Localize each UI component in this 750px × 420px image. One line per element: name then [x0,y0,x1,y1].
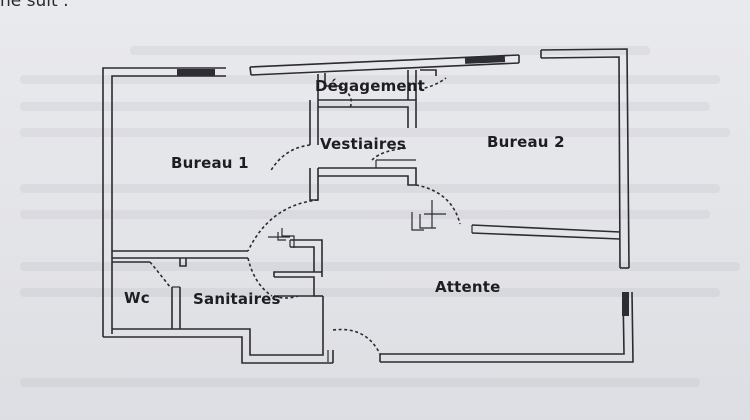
room-label-wc: Wc [124,289,150,307]
background-bleed-line [20,210,710,219]
header-text: ne suit : [0,0,69,11]
door-swings [149,77,461,355]
background-bleed-line [20,128,730,137]
interior-walls [112,69,621,329]
background-bleed-line [20,75,720,84]
background-bleed-line [20,184,720,193]
outer-wall [102,67,226,337]
door-swing [332,328,381,355]
door-frame [277,232,286,241]
room-label-attente: Attente [435,278,501,296]
interior-wall [324,73,340,87]
window [464,56,506,64]
background-bleed-line [130,46,650,55]
room-label-vestiaires: Vestiaires [320,135,406,153]
interior-wall [471,224,621,233]
window [622,292,629,316]
walls [102,48,634,364]
interior-wall [274,276,315,297]
outer-wall [249,54,520,68]
door-swing [149,261,171,288]
interior-wall [290,239,323,272]
door-frame [281,228,295,248]
background-bleed-line [20,262,740,271]
outer-wall [112,296,324,356]
interior-wall [309,168,319,201]
interior-wall [318,99,417,128]
room-label-bureau-1: Bureau 1 [171,154,249,172]
outer-wall [249,66,252,76]
room-label-sanitaires: Sanitaires [193,290,281,308]
door-swing [247,199,319,252]
door-swing [339,85,353,109]
door-swing [247,257,273,297]
room-label-degagement: Dégagement [315,77,425,95]
interior-wall [179,258,187,267]
window [177,69,215,76]
outer-wall [540,48,630,269]
interior-wall [318,167,417,186]
background-bleed-line [20,378,700,387]
door-swing [371,147,409,161]
outer-wall [380,291,634,363]
windows [177,56,629,316]
interior-wall [273,271,323,277]
interior-wall [420,69,437,76]
door-frame [419,214,436,229]
outer-wall [250,62,520,76]
outer-wall [380,291,625,355]
outer-wall [103,336,333,364]
door-swing [273,295,299,299]
background-bleed-line [20,288,720,297]
room-label-bureau-2: Bureau 2 [487,133,565,151]
outer-wall [540,56,621,269]
door-frame [411,212,424,231]
door-swing [269,144,311,173]
interior-wall [318,106,409,128]
door-swing [415,184,461,225]
interior-wall [290,246,315,272]
interior-wall [471,232,621,240]
